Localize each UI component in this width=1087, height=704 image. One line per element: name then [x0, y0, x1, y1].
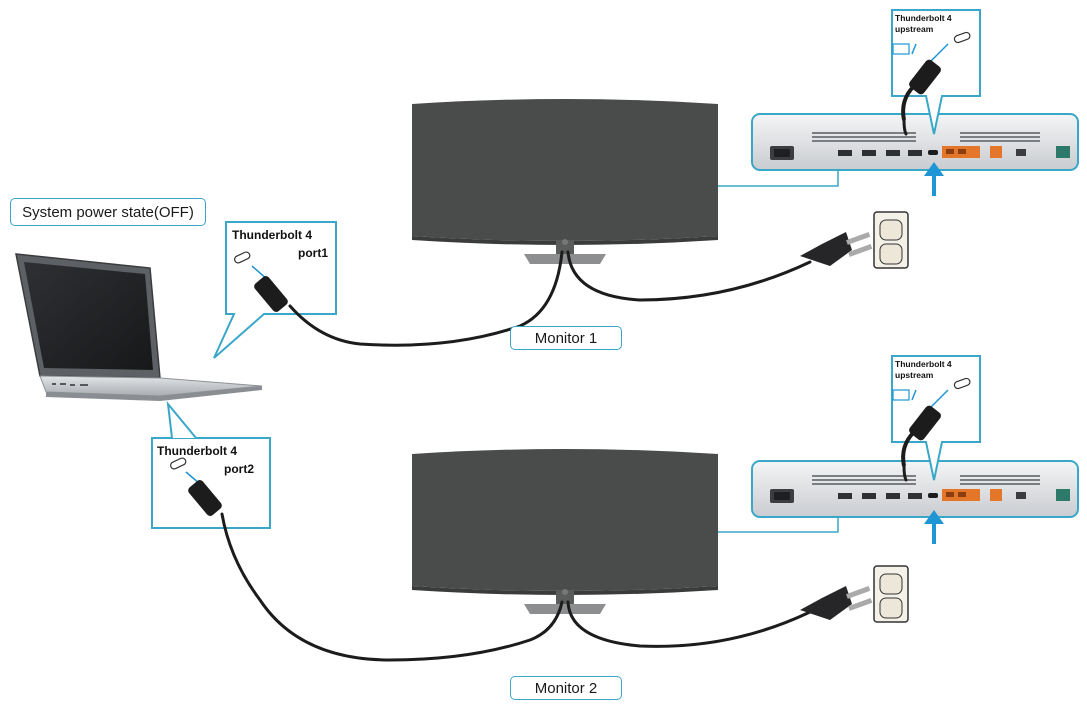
upstream-callout-1 [891, 9, 981, 135]
cables [220, 118, 908, 662]
rear-panel-1 [751, 113, 1079, 171]
port2-label-line1: Thunderbolt 4 [157, 444, 237, 458]
port2-callout [151, 400, 271, 529]
monitor1-panel-connector [718, 170, 839, 187]
port1-label-line2: port1 [298, 246, 328, 260]
port1-callout [213, 221, 337, 359]
upstream1-label-line1: Thunderbolt 4 [895, 13, 952, 23]
port1-label-line1: Thunderbolt 4 [232, 228, 312, 242]
power-plug-1 [800, 232, 873, 266]
monitor2-label: Monitor 2 [510, 676, 622, 700]
power-outlet-2 [873, 565, 909, 623]
monitor-1 [412, 99, 718, 264]
power-outlet-1 [873, 211, 909, 269]
laptop [15, 253, 263, 401]
power-plug-2 [800, 586, 873, 620]
arrow-up-icon [924, 510, 944, 544]
upstream2-label-line2: upstream [895, 370, 934, 380]
rear-panel-2 [751, 460, 1079, 518]
monitor-2 [412, 449, 718, 614]
port2-label-line2: port2 [224, 462, 254, 476]
upstream2-label-line1: Thunderbolt 4 [895, 359, 952, 369]
monitor2-panel-connector [718, 517, 839, 533]
monitor1-label: Monitor 1 [510, 326, 622, 350]
upstream-callout-2 [891, 355, 981, 481]
arrow-up-icon [924, 162, 944, 196]
system-power-state-label: System power state(OFF) [10, 198, 206, 226]
upstream1-label-line2: upstream [895, 24, 934, 34]
